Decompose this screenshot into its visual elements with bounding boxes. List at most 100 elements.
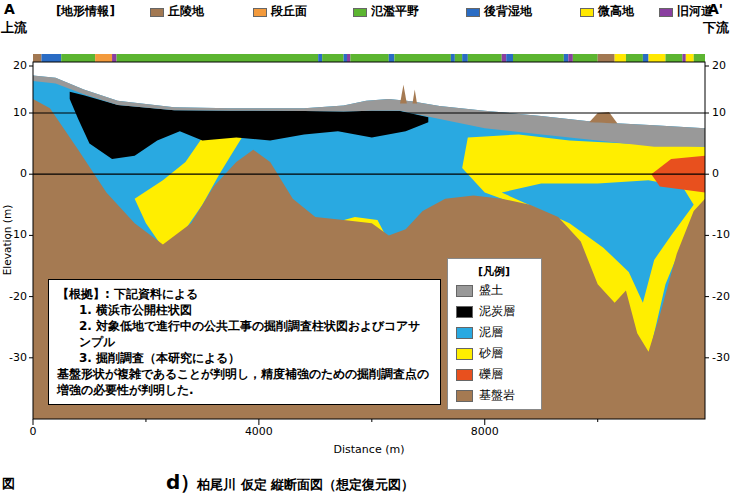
tick-mark — [705, 174, 709, 175]
legend-swatch — [456, 369, 473, 381]
terrain-segment — [564, 54, 569, 62]
tick-mark — [705, 357, 709, 358]
note-text: 3. 掘削調査（本研究による） — [57, 350, 432, 366]
legend-swatch — [466, 8, 480, 17]
stratum-shape — [589, 112, 617, 123]
tick-mark — [705, 66, 709, 67]
tick-mark — [705, 296, 709, 297]
terrain-segment — [318, 54, 322, 62]
tick-label: 0 — [20, 168, 27, 181]
tick-label: 4000 — [245, 426, 273, 439]
terrain-segment — [33, 54, 41, 62]
stratum-shape — [33, 75, 705, 146]
plot-label: [地形情報] — [56, 5, 115, 19]
terrain-segment — [686, 54, 694, 62]
legend-swatch — [353, 8, 367, 17]
terrain-segment — [394, 54, 450, 62]
axes — [29, 62, 709, 425]
legend-text: 旧河道 — [677, 5, 713, 19]
terrain-segment — [643, 54, 649, 62]
legend-text: 泥層 — [479, 326, 503, 339]
legend-text: 盛土 — [479, 284, 503, 297]
plot-label: d） — [166, 471, 200, 494]
legend-swatch — [659, 8, 673, 17]
tick-label: -30 — [712, 351, 730, 364]
tick-mark — [145, 419, 146, 422]
strata — [33, 75, 705, 419]
terrain-segment — [598, 54, 615, 62]
terrain-segment — [568, 54, 573, 62]
note-text: 基盤形状が複雑であることが判明し，精度補強のための掘削調査点の増強の必要性が判明… — [57, 366, 432, 398]
tick-label: 0 — [712, 168, 719, 181]
legend-swatch — [456, 306, 473, 318]
tick-label: -30 — [9, 351, 27, 364]
note-box: 【根拠】: 下記資料による1. 横浜市公開柱状図2. 対象低地で進行中の公共工事… — [48, 279, 441, 405]
legend-swatch — [456, 285, 473, 297]
legend-text: 砂層 — [479, 347, 503, 360]
note-text: 【根拠】: 下記資料による — [57, 286, 432, 302]
tick-label: 20 — [13, 60, 27, 73]
plot-label: Elevation (m) — [1, 205, 13, 276]
legend-text: 泥炭層 — [479, 305, 515, 318]
grid-line — [33, 174, 705, 175]
plot-label: [凡例] — [478, 266, 510, 279]
legend-swatch — [456, 348, 473, 360]
tick-mark — [29, 174, 33, 175]
tick-mark — [29, 235, 33, 236]
note-text: 1. 横浜市公開柱状図 — [57, 302, 432, 318]
terrain-segment — [615, 54, 626, 62]
legend-swatch — [456, 327, 473, 339]
terrain-segment — [682, 54, 685, 62]
terrain-segment — [61, 54, 95, 62]
terrain-segment — [694, 54, 705, 62]
tick-mark — [258, 419, 259, 425]
tick-mark — [371, 419, 372, 422]
tick-label: 10 — [13, 107, 27, 120]
terrain-segment — [95, 54, 112, 62]
tick-label: 0 — [30, 426, 37, 439]
terrain-segment — [389, 54, 395, 62]
tick-label: -20 — [712, 290, 730, 303]
tick-mark — [29, 113, 33, 114]
legend-text: 後背湿地 — [484, 5, 532, 19]
legend-text: 氾濫平野 — [371, 5, 419, 19]
legend-swatch — [456, 390, 473, 402]
tick-mark — [484, 419, 485, 425]
grid-line — [33, 112, 705, 113]
terrain-segment — [502, 54, 507, 62]
legend-text: 丘陵地 — [168, 5, 204, 19]
tick-mark — [705, 113, 709, 114]
terrain-segment — [112, 54, 117, 62]
tick-label: -10 — [712, 229, 730, 242]
terrain-segment — [665, 54, 682, 62]
tick-mark — [29, 357, 33, 358]
terrain-segment — [347, 54, 350, 62]
terrain-segment — [451, 54, 455, 62]
plot-label: A — [4, 1, 15, 17]
tick-mark — [29, 296, 33, 297]
terrain-segment — [350, 54, 388, 62]
figure-caption: 柏尾川 仮定 縦断面図（想定復元図） — [197, 478, 414, 493]
legend-text: 段丘面 — [271, 5, 307, 19]
terrain-segment — [117, 54, 319, 62]
tick-mark — [29, 66, 33, 67]
stratum-shape — [412, 90, 417, 104]
plot-label: Distance (m) — [334, 444, 405, 457]
terrain-segment — [626, 54, 643, 62]
tick-label: 8000 — [471, 426, 499, 439]
terrain-segment — [322, 54, 343, 62]
tick-mark — [33, 419, 34, 425]
note-text: 2. 対象低地で進行中の公共工事の掘削調査柱状図およびコアサンプル — [57, 318, 432, 350]
tick-label: 20 — [712, 60, 726, 73]
terrain-segment — [513, 54, 564, 62]
tick-label: -20 — [9, 290, 27, 303]
terrain-segment — [41, 54, 61, 62]
stratum-shape — [400, 85, 407, 104]
legend-text: 基盤岩 — [479, 389, 515, 402]
legend-text: 微高地 — [598, 5, 634, 19]
terrain-segment — [649, 54, 666, 62]
plot-label: 図 — [2, 477, 15, 492]
legend-text: 礫層 — [479, 368, 503, 381]
stratum-shape — [33, 75, 705, 419]
